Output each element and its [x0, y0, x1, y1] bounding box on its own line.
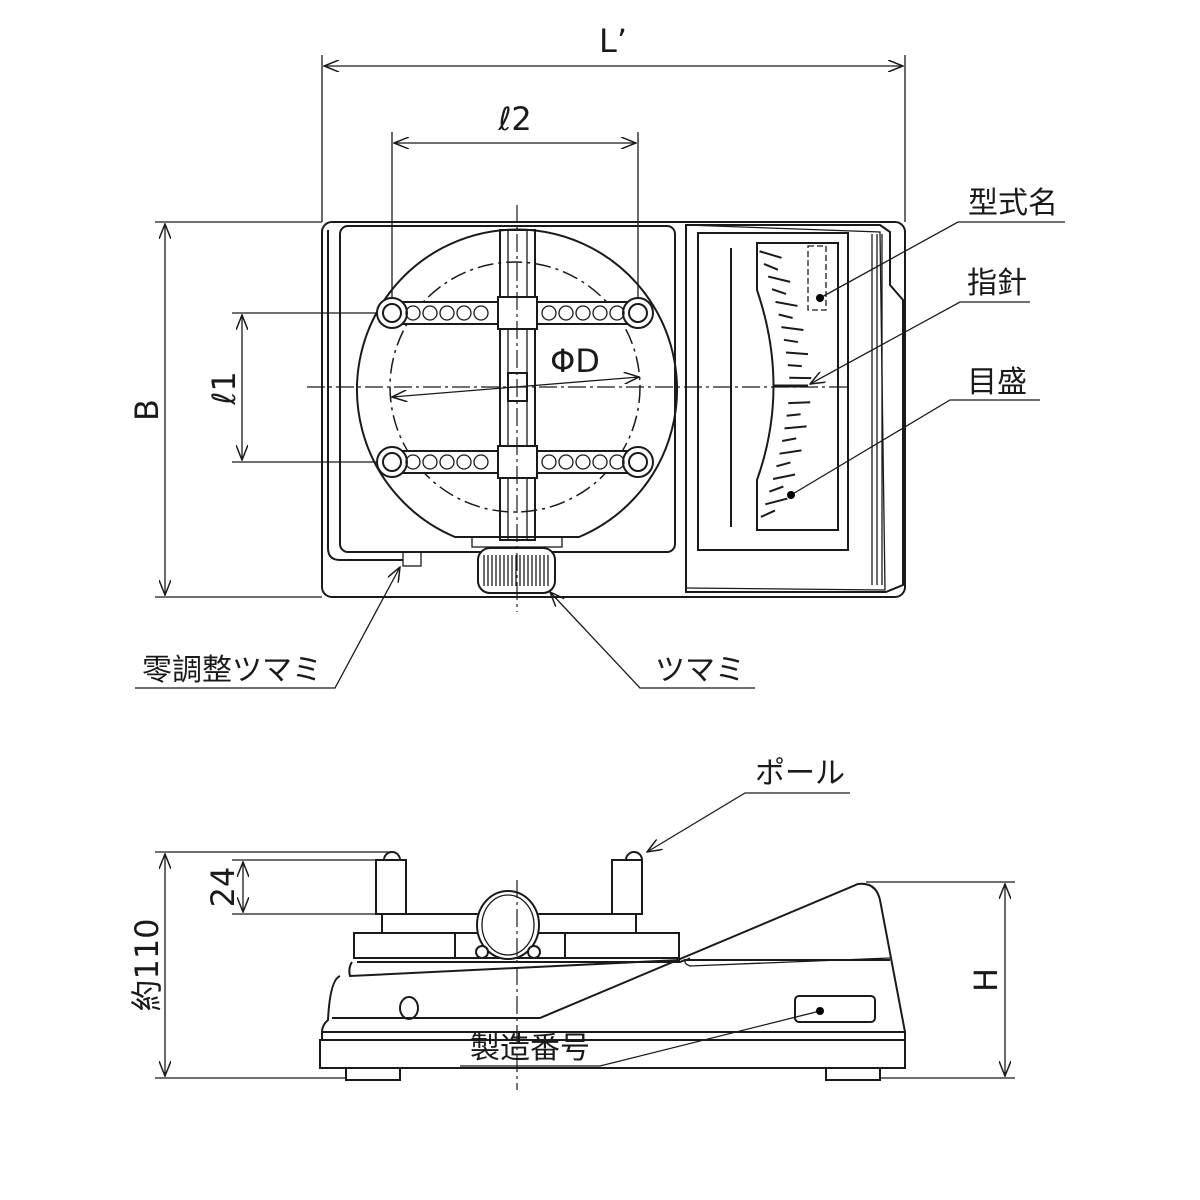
scale-tick: [786, 413, 801, 417]
hole: [541, 305, 557, 321]
leader-pointer: 指針: [810, 266, 1030, 384]
hole: [422, 305, 438, 321]
hole: [592, 305, 608, 321]
hole: [575, 305, 591, 321]
scale-label: 目盛: [967, 365, 1027, 400]
scale-tick: [763, 262, 779, 271]
scale-tick: [765, 497, 788, 506]
scale-tick: [772, 473, 796, 480]
scale-tick: [782, 437, 797, 443]
scale-tick: [759, 250, 782, 259]
leader-serial-number: 製造番号: [460, 1007, 824, 1067]
dimension-l2: ℓ2: [391, 100, 639, 313]
dimension-label: ℓ2: [497, 100, 532, 138]
dimension-H: H: [866, 881, 1015, 1079]
hole: [575, 454, 591, 470]
pole-hole: [376, 297, 408, 329]
hole: [439, 305, 455, 321]
pole-hole: [622, 446, 654, 478]
pole-label: ポール: [755, 756, 845, 791]
scale-tick: [784, 425, 807, 430]
dimension-label: H: [967, 968, 1005, 992]
scale-tick: [778, 313, 793, 319]
dimension-label: ℓ1: [205, 371, 243, 406]
hole: [456, 454, 472, 470]
pole-right: [611, 851, 643, 915]
scale-tick: [785, 351, 809, 356]
leader-scale: 目盛: [787, 365, 1040, 499]
scale-tick: [771, 288, 787, 295]
pole-rail: [376, 445, 654, 479]
scale-tick: [775, 300, 798, 307]
leader-pole: ポール: [647, 756, 850, 852]
dimension-label: 約110: [128, 918, 166, 1011]
hole: [558, 305, 574, 321]
hole: [405, 454, 421, 470]
scale-tick: [787, 364, 802, 368]
leader-model-name: 型式名: [816, 186, 1065, 302]
scale-ticks: [759, 250, 812, 518]
hole: [609, 454, 625, 470]
hole: [558, 454, 574, 470]
dimension-B: B: [128, 221, 322, 598]
hole: [541, 454, 557, 470]
top-view: L’ ℓ2 B ℓ1 ΦD: [128, 22, 1065, 689]
leader-knob: ツマミ: [550, 592, 755, 689]
pole-hole: [622, 297, 654, 329]
scale-tick: [788, 401, 811, 405]
hole: [473, 454, 489, 470]
diameter-label: ΦD: [550, 342, 600, 380]
button-icon: [399, 996, 419, 1020]
scale-tick: [781, 326, 804, 332]
hole: [592, 454, 608, 470]
hole: [439, 454, 455, 470]
meter-panel: [685, 224, 904, 593]
serial-number-label: 製造番号: [470, 1031, 590, 1066]
dimension-label: L’: [599, 22, 627, 60]
side-view: 24 約110 H ポール 製造番号: [128, 756, 1015, 1090]
dimension-approx-110: 約110: [128, 854, 345, 1079]
zero-adjust-knob-label: 零調整ツマミ: [142, 653, 322, 688]
hole: [609, 305, 625, 321]
pole-rail: [376, 296, 654, 330]
pole-hole: [376, 446, 408, 478]
pointer-label: 指針: [967, 266, 1027, 301]
hole: [422, 454, 438, 470]
leader-zero-adjust-knob: 零調整ツマミ: [135, 567, 400, 689]
hole: [473, 305, 489, 321]
model-name-plate: [807, 245, 827, 311]
hole: [456, 305, 472, 321]
serial-plate: [794, 995, 876, 1023]
hole: [405, 305, 421, 321]
dimension-label: 24: [204, 867, 242, 908]
scale-tick: [776, 461, 791, 468]
model-name-label: 型式名: [968, 186, 1058, 221]
dimension-label: B: [128, 399, 166, 421]
dimension-L-prime: L’: [321, 22, 906, 222]
dimension-l1: ℓ1: [205, 312, 392, 463]
scale-tick: [769, 485, 784, 493]
pole-left: [375, 851, 407, 915]
scale-tick: [783, 338, 799, 344]
dimension-24: 24: [155, 851, 392, 915]
scale-tick: [779, 449, 802, 455]
knob-label: ツマミ: [655, 653, 745, 688]
scale-tick: [760, 509, 776, 518]
scale-tick: [767, 275, 791, 283]
